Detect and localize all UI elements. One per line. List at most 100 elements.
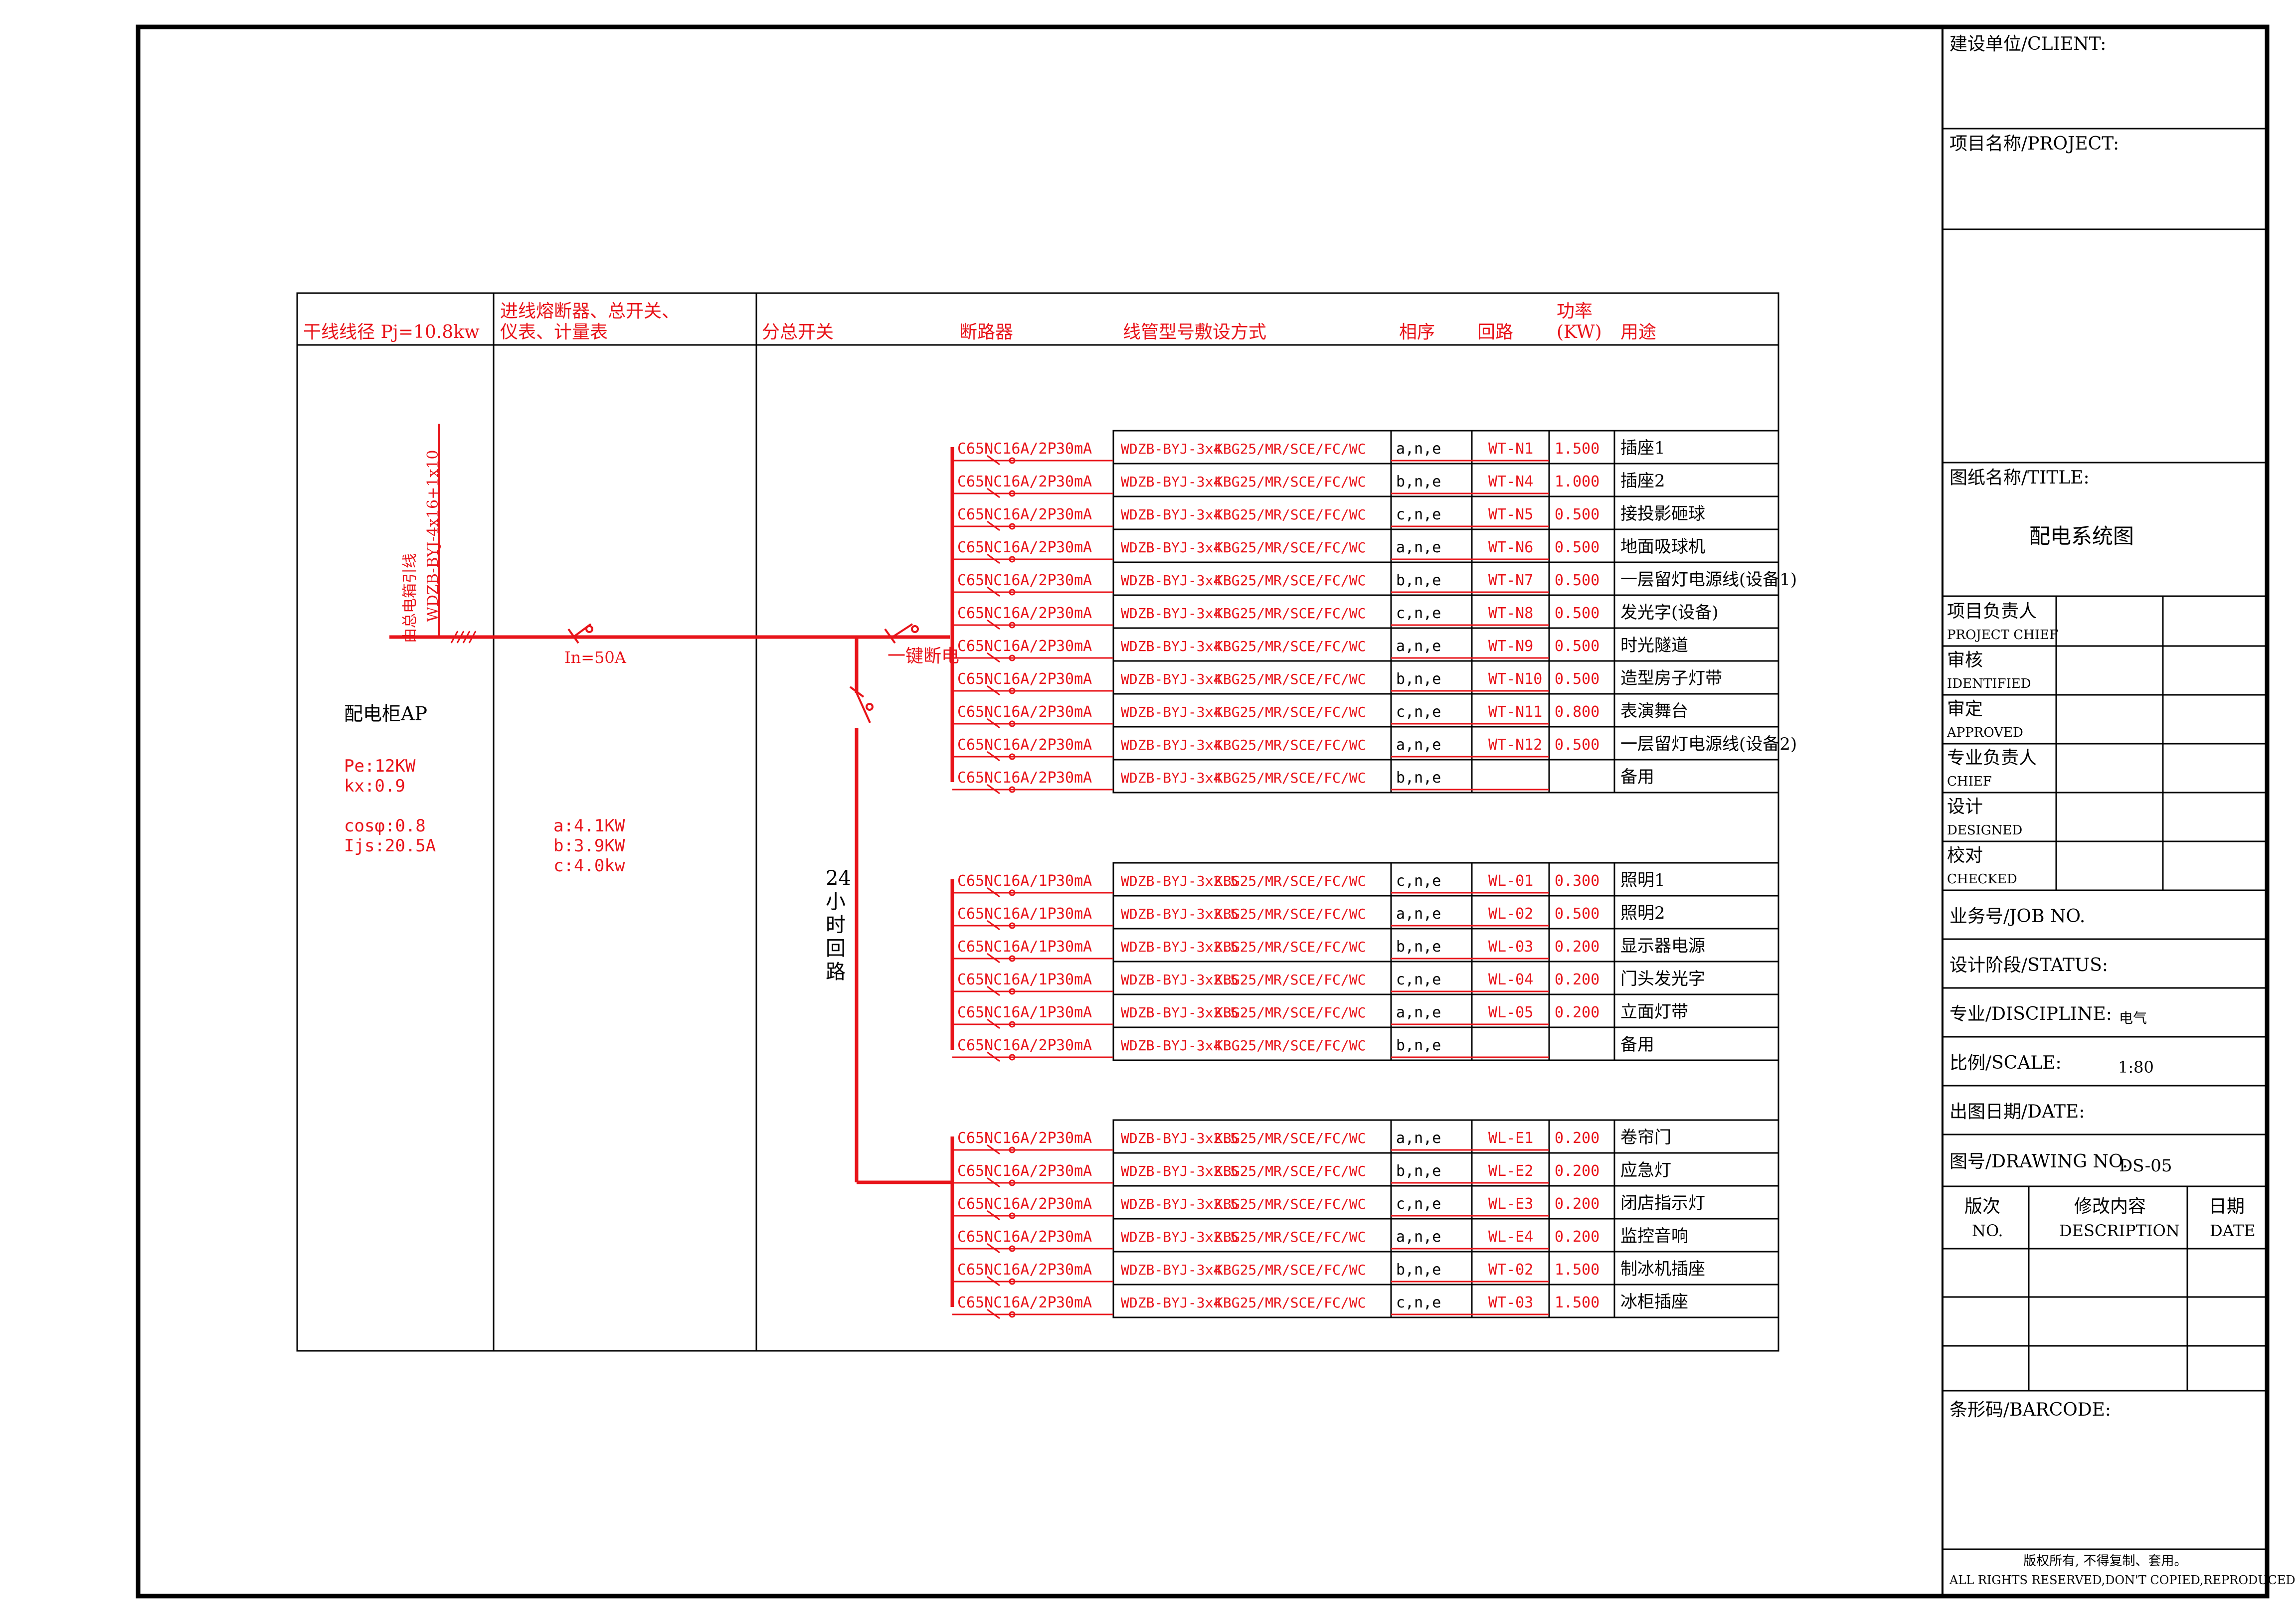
row-usage: 备用 (1620, 767, 1654, 787)
breaker-symbol (987, 487, 1000, 498)
row-lay: KBG25/MR/SCE/FC/WC (1215, 1130, 1366, 1146)
row-circuit: WT-02 (1488, 1261, 1533, 1279)
discipline-value: 电气 (2119, 1010, 2147, 1026)
row-circuit: WT-N11 (1488, 703, 1542, 721)
row-breaker: C65NC16A/2P (957, 769, 1057, 787)
row-ma: 30mA (1056, 769, 1092, 787)
row-power: 0.200 (1555, 1162, 1599, 1180)
sheet-frame (136, 24, 2270, 1599)
row-power: 0.500 (1555, 506, 1599, 523)
loop24-switch-symbol (849, 686, 874, 723)
row-cable: WDZB-BYJ-3x4 (1121, 605, 1222, 622)
row-breaker: C65NC16A/1P (957, 971, 1057, 988)
title-block-text: 建设单位/CLIENT: 项目名称/PROJECT: 图纸名称/TITLE: 配… (1946, 34, 2296, 1587)
header-trunk: 干线线径 Pj=10.8kw (303, 322, 480, 342)
row-usage: 冰柜插座 (1620, 1292, 1688, 1312)
panel-cos: cosφ:0.8 (344, 816, 426, 836)
row-lay: KBG25/MR/SCE/FC/WC (1215, 605, 1366, 622)
row-usage: 时光隧道 (1620, 636, 1688, 655)
row-lay: KBG25/MR/SCE/FC/WC (1215, 770, 1366, 786)
row-breaker: C65NC16A/2P (957, 440, 1057, 458)
row-power: 0.200 (1555, 971, 1599, 988)
loop24-char: 24 (826, 867, 851, 890)
breaker-symbol (987, 985, 1000, 996)
panel-phase-c: c:4.0kw (553, 856, 625, 876)
row-breaker: C65NC16A/2P (957, 703, 1057, 721)
row-power: 0.500 (1555, 905, 1599, 923)
breaker-contact (1009, 556, 1016, 563)
breaker-symbol (987, 652, 1000, 663)
row-breaker: C65NC16A/2P (957, 605, 1057, 622)
row-cable: WDZB-BYJ-3x4 (1121, 1037, 1222, 1054)
breaker-symbol (987, 685, 1000, 696)
row-breaker: C65NC16A/2P (957, 572, 1057, 589)
row-breaker: C65NC16A/2P (957, 1261, 1057, 1279)
breaker-contact (1009, 622, 1016, 629)
row-power: 1.500 (1555, 1261, 1599, 1279)
client-label: 建设单位/CLIENT: (1949, 34, 2106, 54)
row-cable: WDZB-BYJ-3x4 (1121, 737, 1222, 753)
loop24-char: 时 (826, 914, 846, 937)
row-power: 0.200 (1555, 1004, 1599, 1021)
row-phase: c,n,e (1396, 1294, 1441, 1311)
row-ma: 30mA (1056, 506, 1092, 523)
panel-name: 配电柜AP (344, 703, 427, 725)
row-usage: 造型房子灯带 (1620, 668, 1722, 688)
row-circuit: WL-02 (1488, 905, 1533, 923)
row-lay: KBG25/MR/SCE/FC/WC (1215, 1163, 1366, 1179)
row-ma: 30mA (1056, 473, 1092, 490)
scale-value: 1:80 (2118, 1058, 2154, 1077)
row-usage: 插座1 (1620, 438, 1665, 458)
row-breaker: C65NC16A/1P (957, 1004, 1057, 1021)
row-power: 0.500 (1555, 670, 1599, 688)
panel-ijs: Ijs:20.5A (344, 836, 436, 856)
row-usage: 备用 (1620, 1035, 1654, 1055)
row-power: 0.800 (1555, 703, 1599, 721)
row-power: 0.200 (1555, 1228, 1599, 1246)
breaker-contact (1009, 490, 1016, 497)
breaker-symbol (987, 887, 1000, 898)
breaker-symbol (987, 586, 1000, 597)
breaker-symbol (987, 751, 1000, 762)
breaker-contact (1009, 955, 1016, 962)
row-usage: 显示器电源 (1620, 936, 1705, 956)
row-circuit: WL-03 (1488, 938, 1533, 956)
panel-pe: Pe:12KW (344, 756, 416, 776)
row-usage: 应急灯 (1620, 1160, 1671, 1180)
row-circuit: WT-N6 (1488, 539, 1533, 556)
date-label: 出图日期/DATE: (1949, 1102, 2085, 1122)
row-circuit: WT-N1 (1488, 440, 1533, 458)
drawing-no-label: 图号/DRAWING NO. (1949, 1151, 2128, 1172)
row-usage: 立面灯带 (1620, 1002, 1688, 1022)
row-breaker: C65NC16A/2P (957, 1162, 1057, 1180)
row-breaker: C65NC16A/2P (957, 1294, 1057, 1311)
row-usage: 照明1 (1620, 870, 1665, 890)
discipline-label: 专业/DISCIPLINE: (1949, 1004, 2112, 1024)
row-circuit: WL-04 (1488, 971, 1533, 988)
row-lay: KBG25/MR/SCE/FC/WC (1215, 906, 1366, 922)
row-ma: 30mA (1056, 440, 1092, 458)
row-phase: c,n,e (1396, 506, 1441, 523)
row-lay: KBG25/MR/SCE/FC/WC (1215, 441, 1366, 457)
breaker-contact (1009, 654, 1016, 661)
row-circuit: WT-N4 (1488, 473, 1533, 490)
header-incoming-2: 仪表、计量表 (500, 322, 608, 342)
breaker-contact (1009, 1311, 1016, 1318)
role-en: IDENTIFIED (1947, 676, 2031, 691)
row-circuit: WT-N12 (1488, 736, 1542, 754)
row-usage: 一层留灯电源线(设备1) (1620, 570, 1797, 590)
breaker-symbol (987, 1051, 1000, 1062)
row-ma: 30mA (1056, 938, 1092, 956)
header-power-1: 功率 (1557, 301, 1592, 322)
breaker-contact (1009, 1278, 1016, 1285)
role-en: APPROVED (1946, 725, 2023, 740)
row-power: 0.200 (1555, 1130, 1599, 1147)
row-circuit: WL-E4 (1488, 1228, 1533, 1246)
